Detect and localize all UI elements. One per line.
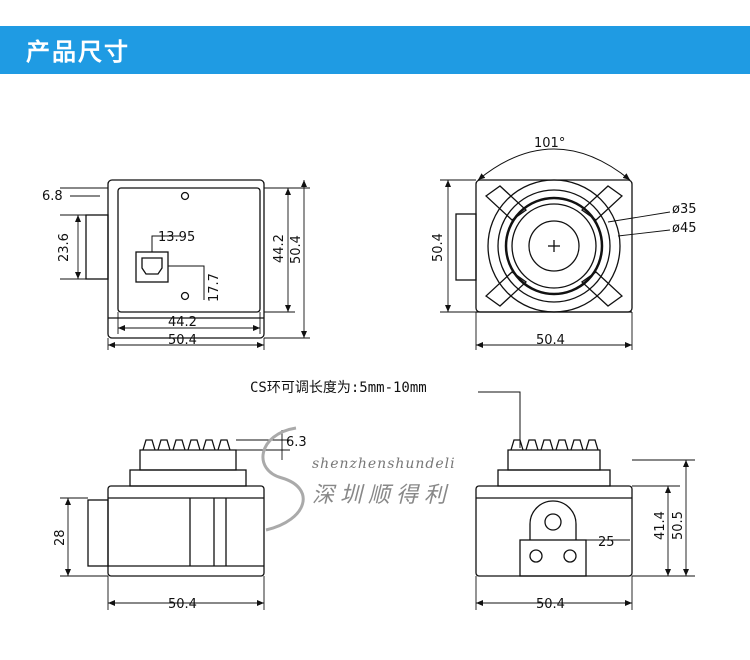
tripod-arch <box>529 500 577 540</box>
side2-body <box>475 485 633 577</box>
side2-gear-teeth <box>510 439 599 451</box>
back-screw-bottom <box>180 291 190 301</box>
side-dim-width: 50.4 <box>168 597 197 612</box>
lens-core <box>528 220 580 272</box>
watermark: shenzhenshundeli 深圳顺得利 <box>261 426 456 532</box>
lens-ring-35 <box>511 203 597 289</box>
back-dim-height-outer: 50.4 <box>289 235 304 264</box>
back-dim-width-outer: 50.4 <box>168 333 197 348</box>
side-mount-base <box>129 469 247 487</box>
tripod-screw-left <box>529 549 543 563</box>
watermark-cn: 深圳顺得利 <box>312 483 452 508</box>
front-dim-diam-large: ø45 <box>672 221 697 236</box>
side2-dim-height-outer: 50.5 <box>671 511 686 540</box>
side-gear-ring <box>139 449 237 471</box>
cs-ring-note: CS环可调长度为:5mm-10mm <box>250 380 427 396</box>
usb-b-port-inner <box>141 257 163 275</box>
back-dim-port-y: 17.7 <box>207 273 222 302</box>
usb-b-port <box>135 251 169 283</box>
clamp-arm-tl <box>484 185 528 221</box>
front-dim-diam-small: ø35 <box>672 202 697 217</box>
side2-dim-screw: 25 <box>598 535 615 550</box>
side-protrusion <box>87 499 109 567</box>
side-gear-teeth <box>142 439 231 451</box>
lens-ring-45 <box>497 189 611 303</box>
back-side-protrusion <box>85 214 109 280</box>
angle-arc <box>477 148 631 181</box>
clamp-arm-bl <box>484 271 528 307</box>
front-view <box>440 148 671 350</box>
back-plate <box>117 187 261 313</box>
watermark-latin: shenzhenshundeli <box>312 456 456 472</box>
lens-mount-outer <box>487 179 621 313</box>
front-dim-height: 50.4 <box>431 233 446 262</box>
side2-view <box>475 439 695 610</box>
clamp-arm-tr <box>580 185 624 221</box>
side2-dim-height-inner: 41.4 <box>653 511 668 540</box>
front-dim-width: 50.4 <box>536 333 565 348</box>
tripod-screw-right <box>563 549 577 563</box>
back-dim-top-offset: 6.8 <box>42 189 63 204</box>
clamp-arm-br <box>580 271 624 307</box>
side-dim-ring: 6.3 <box>286 435 307 450</box>
watermark-swoosh <box>261 426 305 532</box>
side2-dim-width: 50.4 <box>536 597 565 612</box>
side-body <box>107 485 265 577</box>
side2-mount-base <box>497 469 611 487</box>
side-view <box>60 430 290 610</box>
lens-ring-knurl <box>504 196 604 296</box>
back-screw-top <box>180 191 190 201</box>
tripod-hole <box>544 513 562 531</box>
section-header-bar: 产品尺寸 <box>0 26 750 74</box>
back-dim-height-inner: 44.2 <box>272 234 287 263</box>
back-dim-left-height: 23.6 <box>57 233 72 262</box>
tripod-bracket <box>519 539 587 577</box>
front-dim-angle: 101° <box>534 136 565 151</box>
back-dim-width-inner: 44.2 <box>168 315 197 330</box>
front-side-protrusion <box>455 213 477 281</box>
back-view <box>60 179 310 350</box>
section-title: 产品尺寸 <box>26 38 130 66</box>
side-dim-height: 28 <box>53 529 68 546</box>
side2-gear-ring <box>507 449 601 471</box>
back-dim-port-x: 13.95 <box>158 230 195 245</box>
